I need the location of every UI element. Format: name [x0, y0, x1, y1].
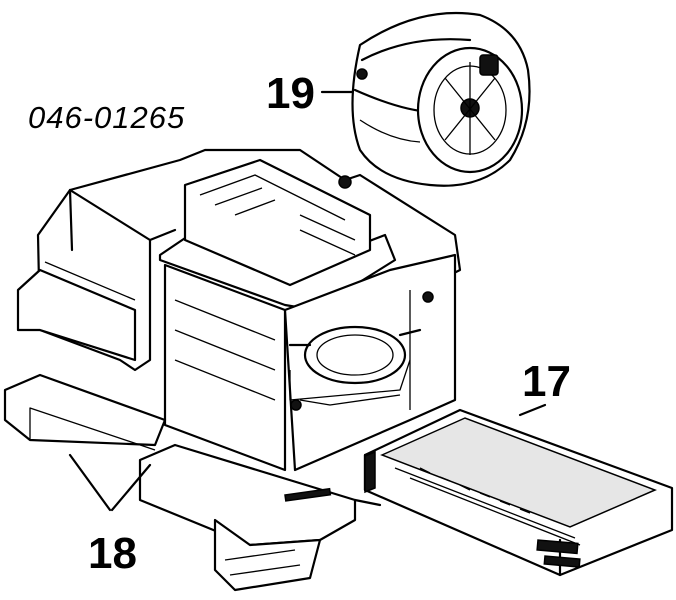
heater-core	[363, 408, 674, 577]
heater-housing	[3, 148, 462, 592]
leader-line-18	[68, 453, 152, 512]
blower-motor	[351, 11, 531, 187]
leader-line-18b	[353, 498, 382, 507]
part-number-label: 046-01265	[28, 100, 185, 135]
callout-label-17: 17	[522, 357, 571, 406]
leader-line-17	[518, 403, 547, 417]
callout-label-19: 19	[266, 69, 315, 118]
callout-label-18: 18	[88, 529, 137, 578]
